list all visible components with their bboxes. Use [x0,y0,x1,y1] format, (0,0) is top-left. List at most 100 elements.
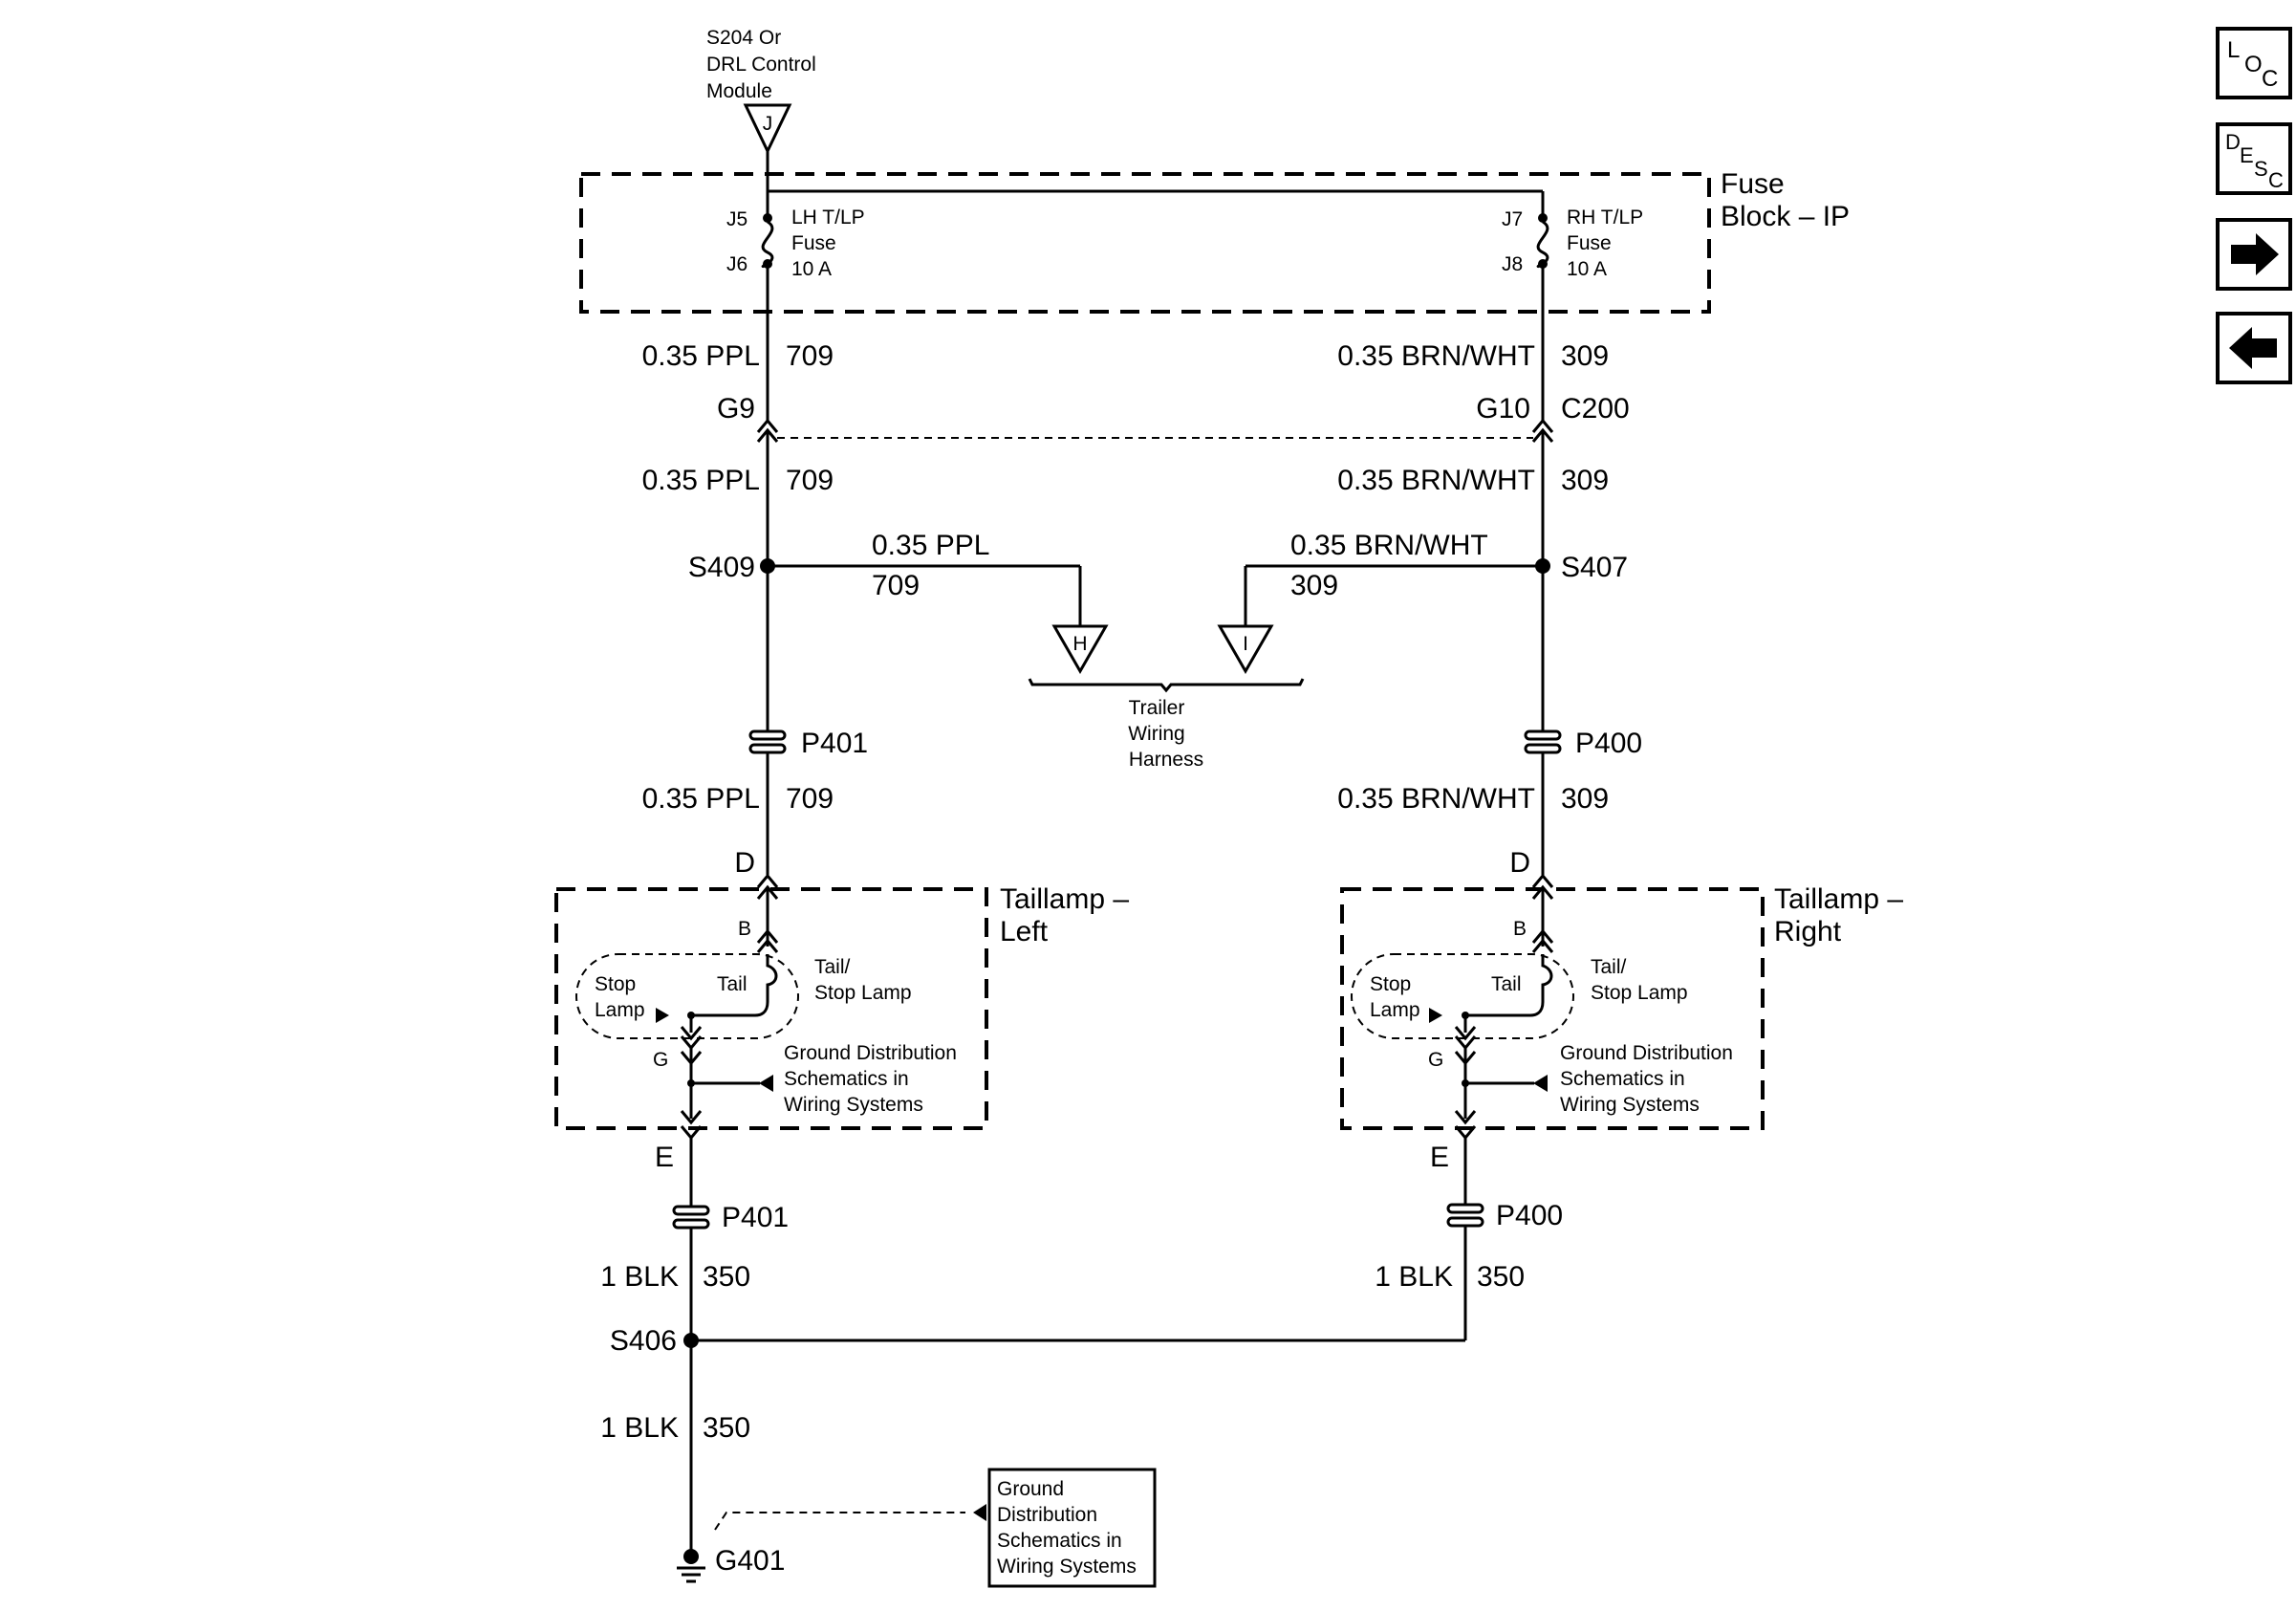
inline-connector-p400-bottom-label: P400 [1496,1200,1563,1231]
fuse-block: Fuse Block – IP J5 J6 LH T/LP Fuse 10 A … [579,168,1850,314]
ground-wire-right-circuit: 350 [1477,1261,1525,1293]
taillamp-left: Taillamp – Left B Stop Lamp Tail Tail/ S… [554,883,1129,1173]
inline-connector-p401-top-label: P401 [801,728,868,759]
trailer-pin-i: I [1243,633,1248,655]
ground-wire-main-color: 1 BLK [600,1412,679,1444]
taillamp-right-outline [1340,887,1765,1130]
wire-709-b-circuit: 709 [786,465,834,496]
wire-709-b-color: 0.35 PPL [642,465,760,496]
fuse-block-title-2: Block – IP [1721,201,1850,232]
wire-709-d-circuit: 709 [786,783,834,815]
taillamp-left-pin-g: G [653,1049,668,1071]
inline-connector-p400-top [1524,729,1562,754]
taillamp-right-gd-2: Schematics in [1560,1068,1685,1090]
prev-button[interactable] [2216,312,2292,384]
trailer-label-1: Trailer [1129,697,1185,719]
wire-309-a-circuit: 309 [1561,340,1609,372]
taillamp-left-bulb-1: Tail/ [814,956,851,978]
ground-ref-leader [714,1512,965,1531]
ground-ref-box[interactable] [987,1468,1157,1588]
source-pin: J [763,113,773,135]
trailer-wire-709-color: 0.35 PPL [872,530,989,561]
loc-button[interactable]: L O C [2216,27,2292,99]
inline-connector-p401-bottom [672,1205,710,1230]
right-arrow-icon [2231,233,2279,275]
rh-fuse-pin-in: J7 [1502,208,1523,230]
lh-fuse: J5 J6 LH T/LP Fuse 10 A [726,207,865,280]
inline-connector-p400-bottom [1446,1203,1484,1228]
left-arrow-icon [2229,327,2277,369]
fuse-block-title-1: Fuse [1721,168,1785,200]
source-connector-symbol [743,103,792,155]
trailer-wire-309-color: 0.35 BRN/WHT [1290,530,1488,561]
taillamp-right-title-2: Right [1774,916,1842,947]
fuse-block-outline [579,172,1711,314]
inline-connector-p401-bottom-label: P401 [722,1202,789,1233]
wire-709-a-color: 0.35 PPL [642,340,760,372]
desc-letter-s: S [2254,157,2268,181]
ground-ref-label-3: Schematics in [997,1530,1122,1552]
taillamp-left-tail: Tail [717,973,747,995]
ground-ref-label-1: Ground [997,1478,1064,1500]
taillamp-left-pin-b: B [738,918,751,940]
taillamp-right-bulb-outline [1351,953,1574,1039]
ground-ref-label-2: Distribution [997,1504,1097,1526]
taillamp-right-pin-g: G [1428,1049,1443,1071]
source-label-3: Module [706,80,772,102]
trailer-label-3: Harness [1129,749,1203,771]
splice-s407: S407 [1561,552,1628,583]
taillamp-left-outline [554,887,988,1130]
ground-wire-right-color: 1 BLK [1375,1261,1453,1293]
taillamp-left-gd-3: Wiring Systems [784,1094,923,1116]
taillamp-right-gd-3: Wiring Systems [1560,1094,1700,1116]
taillamp-right-pin-e: E [1430,1142,1449,1173]
loc-letter-o: O [2244,52,2263,77]
trailer-pin-h: H [1072,633,1087,655]
taillamp-right-pin-b: B [1513,918,1527,940]
desc-button[interactable]: D E S C [2216,122,2292,195]
source-module: S204 Or DRL Control Module J [706,27,816,191]
lh-fuse-label-2: Fuse [791,232,836,254]
rh-fuse-label-3: 10 A [1567,258,1607,280]
loc-letter-l: L [2227,37,2240,63]
inline-connector-p401-top [748,729,787,754]
connector-g9: G9 [717,393,755,425]
connector-g10: G10 [1476,393,1530,425]
taillamp-left-bulb-icon [693,954,778,1017]
trailer-wire-709-circuit: 709 [872,570,920,601]
taillamp-left-bulb-2: Stop Lamp [814,982,912,1004]
taillamp-right-stop-1: Stop [1370,973,1411,995]
wire-309-b-circuit: 309 [1561,465,1609,496]
taillamp-left-pin-e: E [655,1142,674,1173]
lh-fuse-label-3: 10 A [791,258,832,280]
taillamp-right-title-1: Taillamp – [1774,883,1903,915]
taillamp-left-stop-1: Stop [595,973,636,995]
wire-709-a-circuit: 709 [786,340,834,372]
left-circuit: 0.35 PPL 709 G9 0.35 PPL 709 S409 P401 0… [642,268,868,900]
next-button[interactable] [2216,218,2292,291]
wire-309-d-circuit: 309 [1561,783,1609,815]
trailer-pin-h-symbol [1051,624,1109,675]
taillamp-right: Taillamp – Right B Stop Lamp Tail Tail/ … [1340,883,1903,1173]
lh-fuse-pin-out: J6 [726,253,747,275]
taillamp-right-gd-1: Ground Distribution [1560,1042,1733,1064]
ground-ref-label-4: Wiring Systems [997,1556,1137,1578]
taillamp-left-stop-2: Lamp [595,999,645,1021]
ground-point-g401: G401 [715,1545,785,1577]
desc-letter-c: C [2268,168,2284,192]
loc-letter-c: C [2262,66,2278,92]
taillamp-right-bulb-1: Tail/ [1591,956,1627,978]
wire-309-a-color: 0.35 BRN/WHT [1337,340,1535,372]
nav-buttons: L O C D E S C [2216,27,2292,384]
trailer-label-2: Wiring [1128,723,1185,745]
lamp-right-pin-d: D [1509,847,1530,879]
taillamp-right-tail: Tail [1491,973,1522,995]
lamp-left-pin-d: D [734,847,755,879]
taillamp-left-title-2: Left [1000,916,1049,947]
lh-fuse-pin-in: J5 [726,208,747,230]
source-label-2: DRL Control [706,54,816,76]
source-label-1: S204 Or [706,27,781,49]
taillamp-left-gd-2: Schematics in [784,1068,909,1090]
taillamp-right-bulb-2: Stop Lamp [1591,982,1688,1004]
